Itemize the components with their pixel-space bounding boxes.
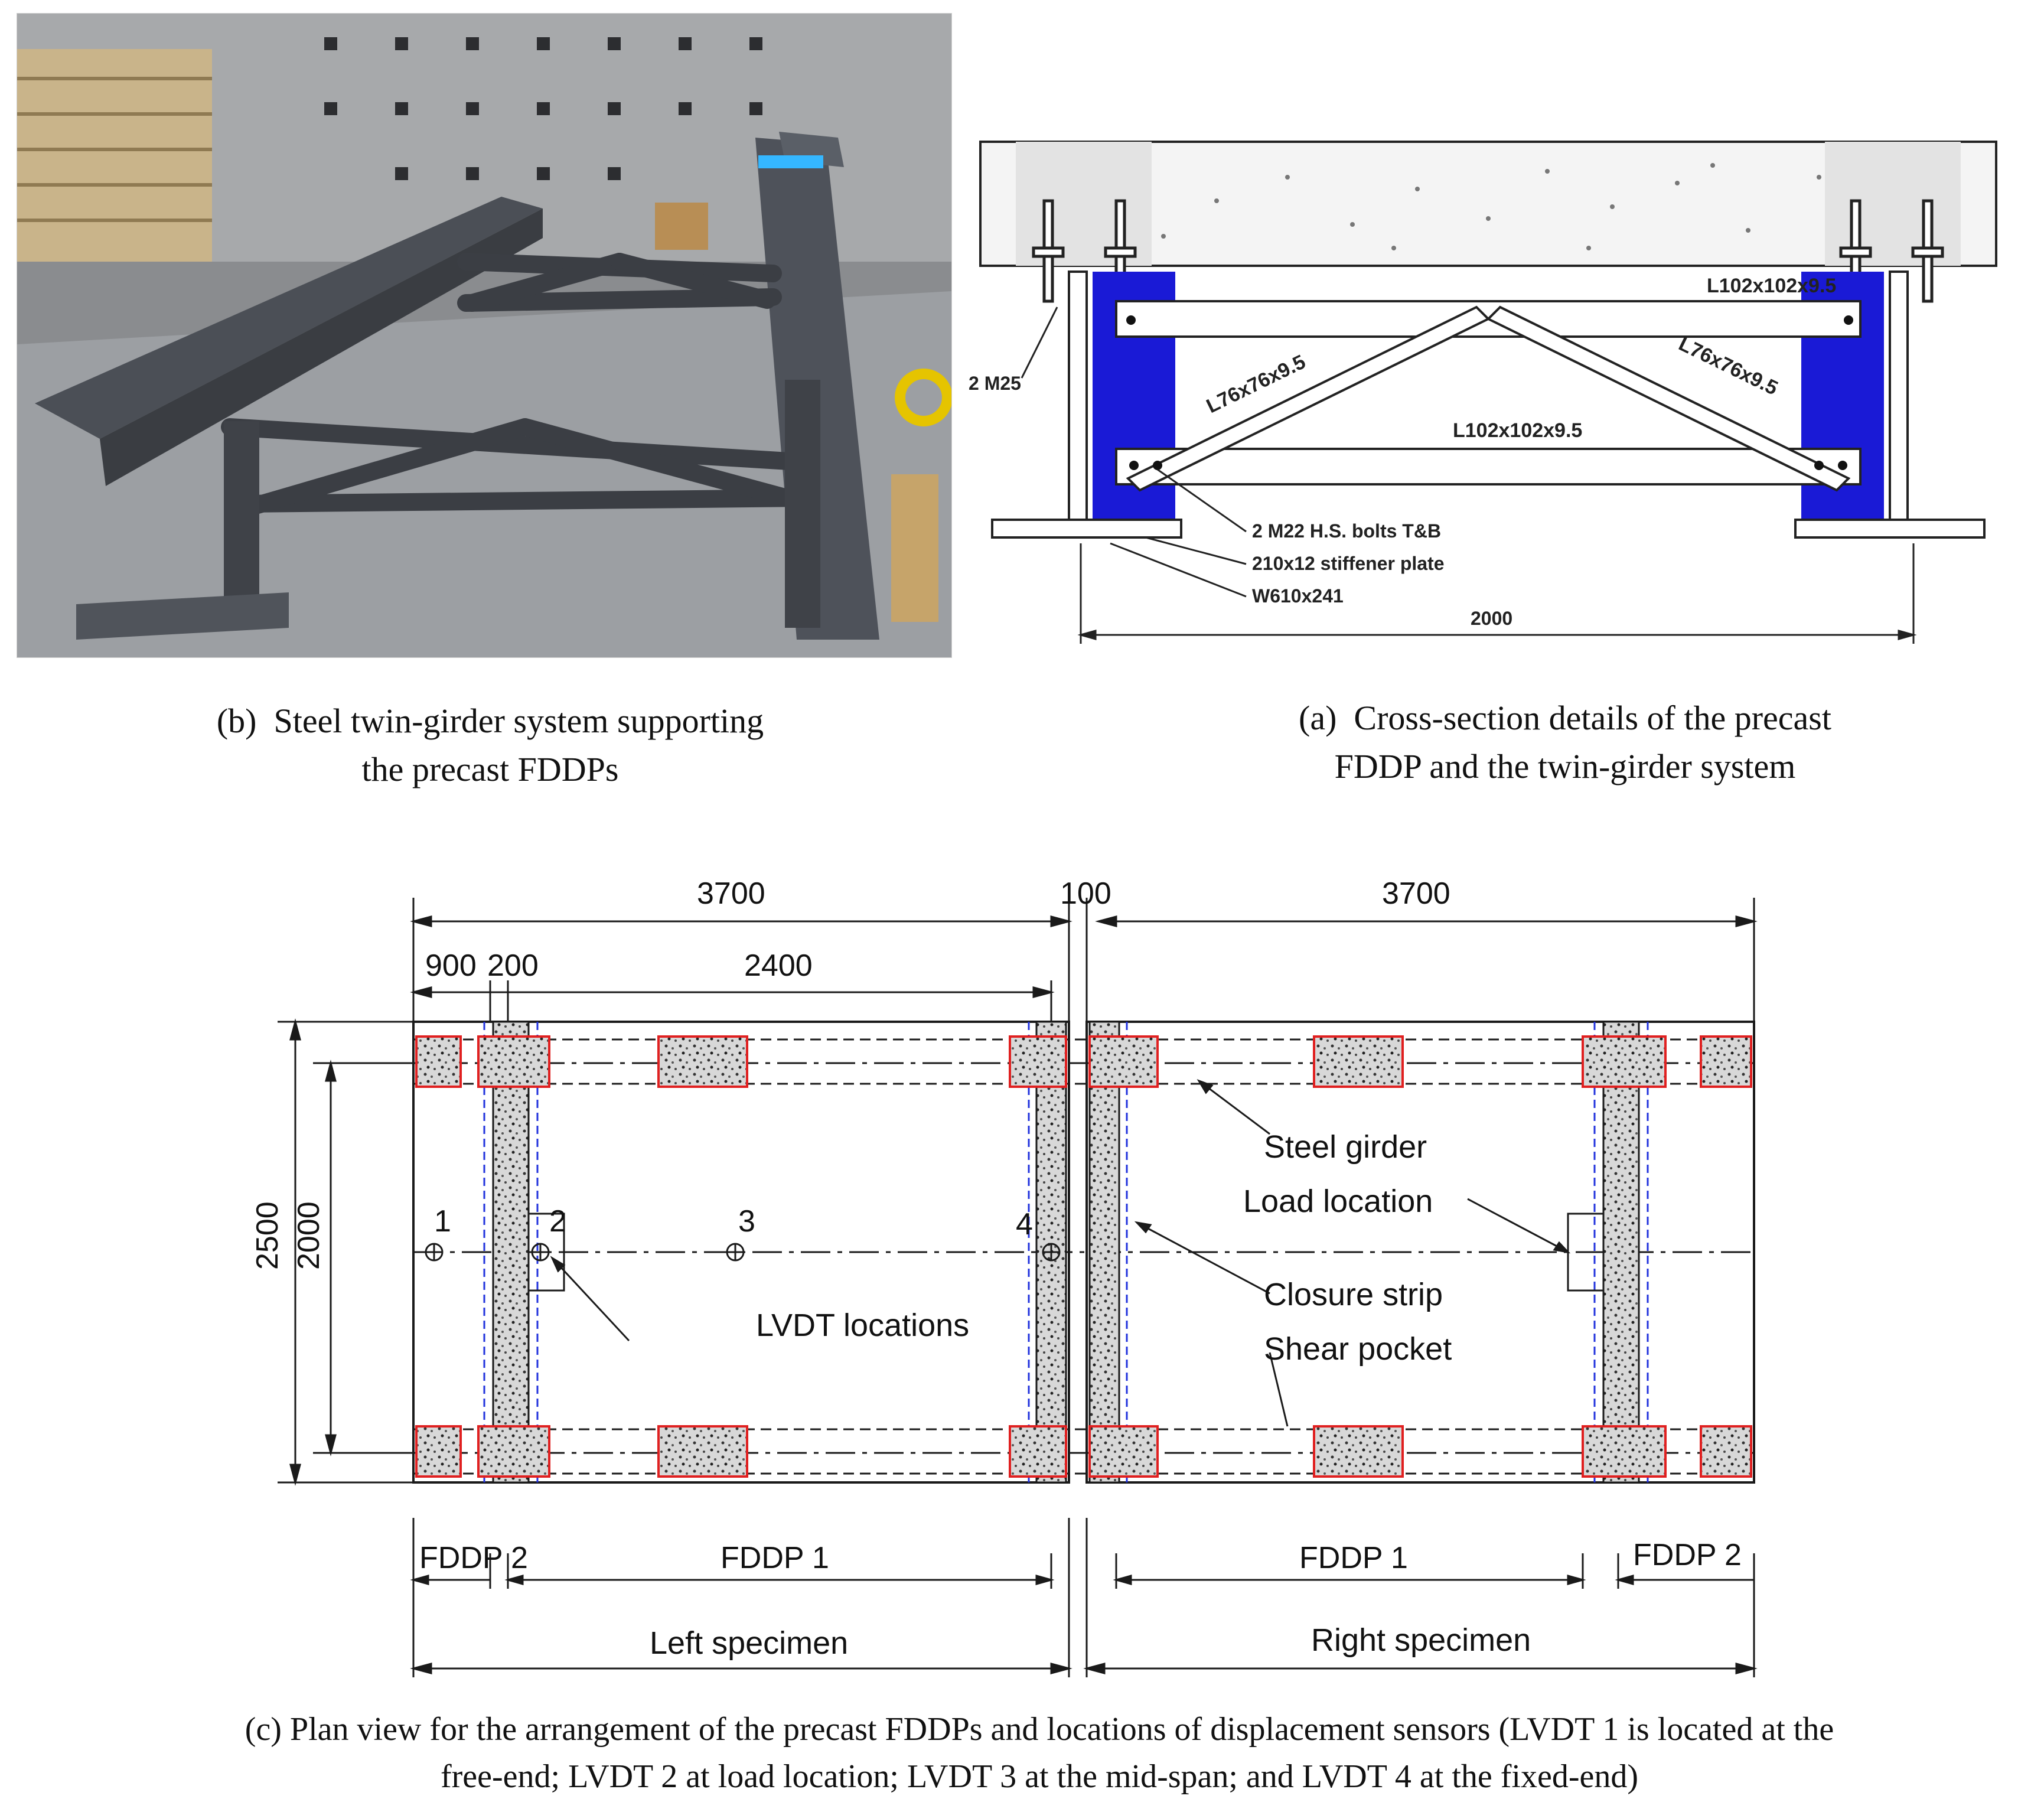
bottom-flange — [76, 592, 289, 640]
lvdt-markers — [425, 1243, 1061, 1262]
label-load-location: Load location — [1243, 1184, 1433, 1219]
dim-right-length: 3700 — [1382, 876, 1450, 911]
shear-pockets — [415, 1035, 1752, 1478]
bottom-strut — [1115, 448, 1862, 485]
dim-200: 200 — [487, 949, 539, 983]
dim-2000: 2000 — [292, 1201, 326, 1270]
dimension-lines — [278, 898, 1758, 1486]
caption-b-text1: Steel twin-girder system supporting — [273, 702, 764, 740]
callout-leaders — [550, 1079, 1571, 1427]
caption-a-text2: FDDP and the twin-girder system — [1334, 747, 1796, 786]
label-left-fddp1: FDDP 1 — [721, 1541, 829, 1575]
girder-photo — [17, 13, 952, 658]
label-shear-pocket: Shear pocket — [1264, 1331, 1452, 1367]
label-left-specimen: Left specimen — [650, 1625, 848, 1661]
girder-photo-illustration — [17, 14, 951, 657]
caption-b: (b) Steel twin-girder system supporting … — [118, 697, 862, 794]
right-girder-web — [1889, 271, 1909, 521]
cross-frame-bracing — [221, 253, 817, 519]
timber-block — [891, 474, 938, 622]
lvdt-2-label: 2 — [549, 1204, 566, 1239]
left-girder-flange — [35, 197, 543, 439]
dim-900: 900 — [425, 949, 477, 983]
lvdt-4-label: 4 — [1016, 1207, 1033, 1241]
closure-strip-right — [1602, 1021, 1640, 1484]
label-closure-strip: Closure strip — [1264, 1277, 1443, 1312]
lvdt-1-label: 1 — [434, 1204, 451, 1239]
load-location-left — [527, 1213, 565, 1292]
caption-c-line2: free-end; LVDT 2 at load location; LVDT … — [441, 1758, 1638, 1795]
right-bottom-flange — [1794, 519, 1986, 539]
girder-lines — [413, 1038, 1754, 1475]
tape-marker — [758, 155, 823, 168]
label-anchor-bolts: 2 M25 — [969, 373, 1021, 394]
caption-b-text2: the precast FDDPs — [361, 750, 619, 788]
panel-dimension-lines — [410, 1518, 1758, 1677]
right-brace — [1486, 305, 1851, 492]
label-right-brace: L76x76x9.5 — [1675, 333, 1781, 400]
label-girder: W610x241 — [1252, 585, 1344, 607]
dim-left-length: 3700 — [697, 876, 765, 911]
left-girder-web — [100, 208, 543, 486]
closure-strip-right-end — [1088, 1021, 1120, 1484]
label-bottom-strut: L102x102x9.5 — [1453, 419, 1582, 442]
dim-2500: 2500 — [250, 1201, 285, 1270]
hs-bolts — [1126, 315, 1853, 470]
vertical-stiffeners — [224, 380, 820, 628]
caption-b-line1: (b) Steel twin-girder system supporting — [118, 697, 862, 745]
label-top-strut: L102x102x9.5 — [1707, 275, 1836, 297]
label-stiffener: 210x12 stiffener plate — [1252, 553, 1445, 574]
leader-lines — [1021, 307, 1917, 644]
timber-stack — [17, 49, 212, 262]
strip-edge-lines — [483, 1022, 1649, 1482]
lvdt-3-label: 3 — [738, 1204, 755, 1239]
wall-anchor-holes — [324, 37, 762, 180]
left-girder-web — [1068, 271, 1088, 521]
caption-a: (a) Cross-section details of the precast… — [1122, 694, 2008, 791]
label-lvdt-locations: LVDT locations — [756, 1308, 969, 1343]
label-right-fddp2: FDDP 2 — [1633, 1538, 1742, 1572]
caption-b-letter: (b) — [216, 702, 257, 740]
caption-a-letter: (a) — [1299, 699, 1337, 737]
label-girder-spacing: 2000 — [1471, 608, 1512, 629]
plan-view-drawing: 3700 100 3700 900 200 2400 2500 2000 — [224, 845, 1819, 1695]
plan-view-svg: 3700 100 3700 900 200 2400 2500 2000 — [250, 876, 1758, 1677]
caption-c: (c) Plan view for the arrangement of the… — [59, 1706, 2020, 1800]
label-steel-girder: Steel girder — [1264, 1129, 1427, 1165]
caption-c-line1: (c) Plan view for the arrangement of the… — [245, 1711, 1834, 1748]
caption-a-line1: (a) Cross-section details of the precast — [1122, 694, 2008, 742]
caption-a-text1: Cross-section details of the precast — [1354, 699, 1831, 737]
left-haunch — [1016, 142, 1152, 266]
cross-section-svg: L102x102x9.5 L102x102x9.5 L76x76x9.5 L76… — [969, 141, 1997, 644]
label-right-fddp1: FDDP 1 — [1299, 1541, 1408, 1575]
cardboard-box — [655, 203, 708, 250]
right-haunch — [1825, 142, 1961, 266]
centerlines — [390, 1062, 1754, 1454]
label-hs-bolts: 2 M22 H.S. bolts T&B — [1252, 520, 1441, 542]
timber-lines — [17, 77, 212, 222]
closure-strip-left — [492, 1021, 530, 1484]
dim-2400: 2400 — [744, 949, 813, 983]
left-bottom-flange — [991, 519, 1182, 539]
cross-section-drawing: L102x102x9.5 L102x102x9.5 L76x76x9.5 L76… — [969, 130, 2008, 661]
dim-gap: 100 — [1060, 876, 1111, 911]
yellow-clamp — [895, 369, 951, 426]
label-left-fddp2: FDDP 2 — [419, 1541, 528, 1575]
label-right-specimen: Right specimen — [1311, 1622, 1531, 1658]
